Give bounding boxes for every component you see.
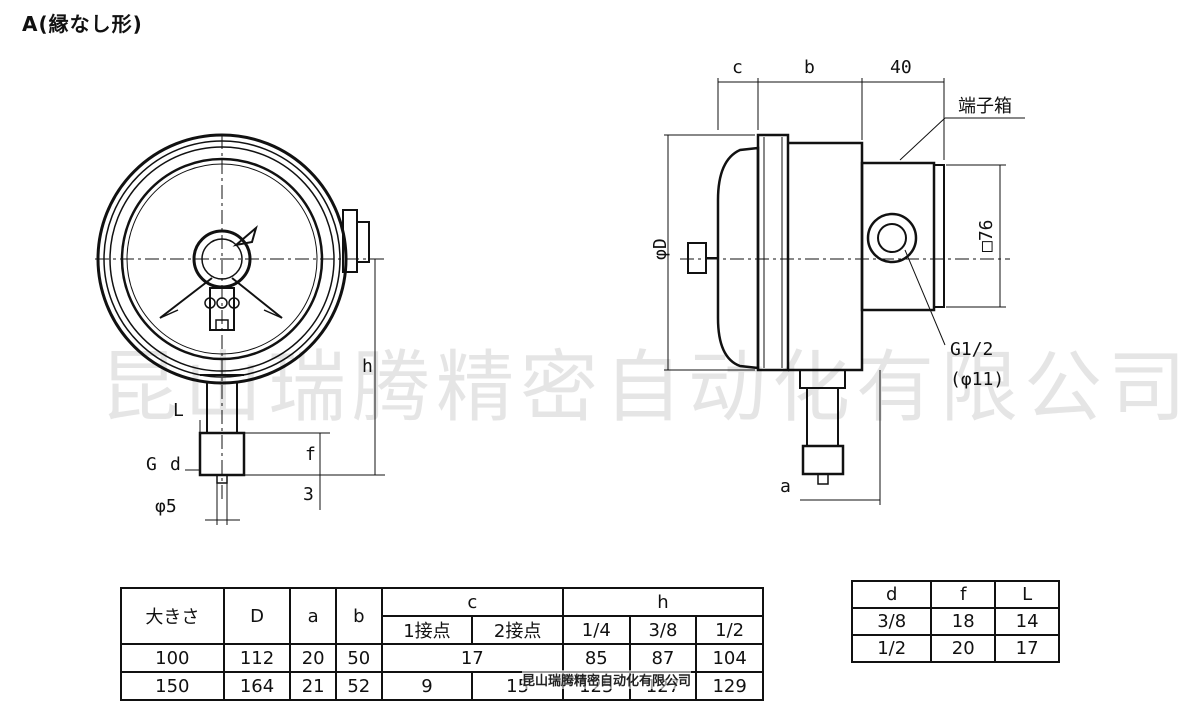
cell-size: 100	[120, 643, 225, 673]
technical-drawing: L G d f h 3 φ5	[95, 57, 1025, 525]
cell-D: 112	[222, 643, 292, 673]
front-label-3: 3	[303, 484, 314, 505]
drawing-title: A(縁なし形)	[22, 12, 143, 36]
table-row: 100 112 20 50 17 85 87 104	[120, 643, 764, 673]
cell-D: 164	[222, 671, 292, 701]
front-label-L: L	[173, 400, 184, 421]
side-label-phi11: (φ11)	[950, 369, 1004, 390]
front-view	[95, 133, 385, 525]
header-h-1-2: 1/2	[695, 615, 764, 645]
thread-spec-table: d f L 3/8 18 14 1/2 20 17	[850, 580, 1060, 663]
table-header-row: 大きさ D a b c h	[120, 587, 765, 645]
header-c-1contact: 1接点	[380, 615, 474, 645]
table-row: 3/8 18 14	[850, 607, 1060, 636]
cell-c: 17	[380, 643, 564, 673]
front-label-f: f	[305, 444, 316, 465]
cell-f: 20	[930, 634, 997, 663]
front-label-h: h	[362, 356, 373, 377]
header-L: L	[994, 580, 1060, 609]
cell-h-1-2: 129	[695, 671, 764, 701]
side-label-a: a	[780, 476, 791, 497]
header-h: h	[561, 587, 765, 617]
header-f: f	[930, 580, 997, 609]
side-label-b: b	[804, 57, 815, 78]
cell-L: 17	[994, 634, 1060, 663]
cell-d: 1/2	[850, 634, 933, 663]
header-d: d	[850, 580, 933, 609]
cell-b: 50	[334, 643, 383, 673]
cell-h-1-4: 85	[561, 643, 631, 673]
front-label-G: G	[146, 454, 157, 475]
side-label-c: c	[732, 57, 743, 78]
header-D: D	[222, 587, 292, 645]
cell-f: 18	[930, 607, 997, 636]
cell-d: 3/8	[850, 607, 933, 636]
side-label-40: 40	[890, 57, 912, 78]
side-label-phiD: φD	[650, 238, 671, 260]
table-header-row: d f L	[850, 580, 1060, 609]
side-label-g12: G1/2	[950, 339, 993, 360]
front-label-d: d	[170, 454, 181, 475]
table-row: 1/2 20 17	[850, 634, 1060, 663]
side-label-terminal-box: 端子箱	[958, 96, 1012, 117]
cell-h-3-8: 87	[628, 643, 698, 673]
cell-c-1contact: 9	[380, 671, 474, 701]
front-label-phi5: φ5	[155, 496, 177, 517]
header-h-3-8: 3/8	[628, 615, 698, 645]
side-view	[664, 78, 1025, 505]
cell-h-1-2: 104	[695, 643, 764, 673]
size-spec-table: 大きさ D a b c h 1接点 2接点 1/4 3/8 1/2 100 11…	[120, 587, 765, 701]
cell-a: 20	[289, 643, 337, 673]
watermark: 昆山瑞腾精密自动化有限公司	[100, 343, 1193, 433]
header-size: 大きさ	[120, 587, 225, 645]
header-b: b	[334, 587, 383, 645]
cell-size: 150	[120, 671, 225, 701]
header-h-1-4: 1/4	[561, 615, 631, 645]
header-c: c	[380, 587, 564, 617]
header-c-2contact: 2接点	[471, 615, 564, 645]
cell-a: 21	[289, 671, 337, 701]
cell-L: 14	[994, 607, 1060, 636]
side-label-square76: □76	[976, 219, 997, 252]
table-subheader-row: 1接点 2接点 1/4 3/8 1/2	[121, 615, 764, 645]
header-a: a	[289, 587, 337, 645]
cell-b: 52	[334, 671, 383, 701]
company-stamp: 昆山瑞腾精密自动化有限公司	[522, 670, 692, 689]
